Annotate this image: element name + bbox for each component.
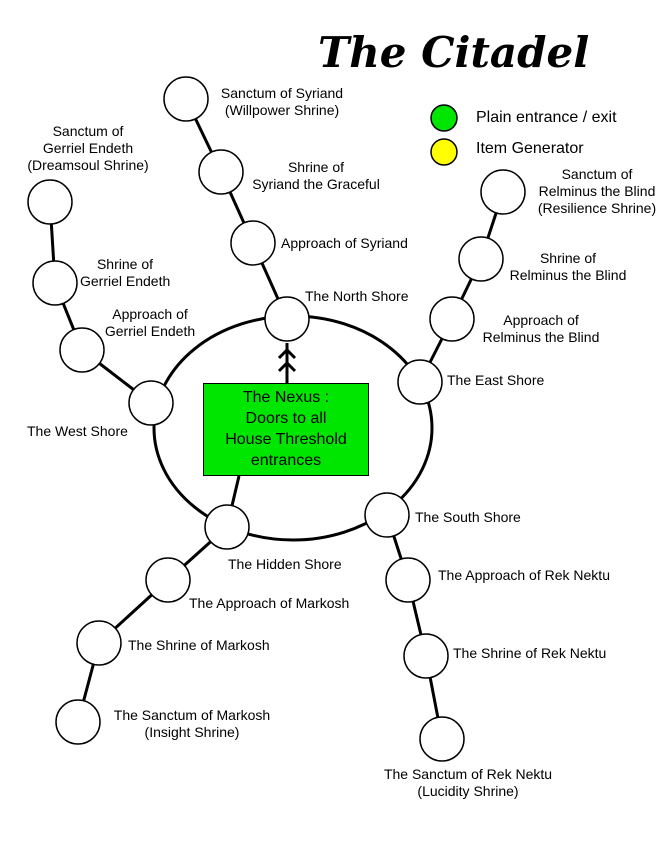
node-shrine-reknektu[interactable]: [403, 633, 449, 679]
label-sanctum-reknektu: The Sanctum of Rek Nektu(Lucidity Shrine…: [383, 766, 553, 799]
node-shrine-syriand[interactable]: [198, 149, 244, 195]
path-west: [48, 201, 152, 405]
node-approach-reknektu[interactable]: [385, 557, 431, 603]
node-north-shore[interactable]: [264, 296, 310, 342]
label-shrine-reknektu: The Shrine of Rek Nektu: [453, 645, 607, 661]
map-title: The Citadel: [318, 28, 590, 77]
label-hidden-shore: The Hidden Shore: [228, 556, 342, 572]
node-east-shore[interactable]: [397, 359, 443, 405]
node-west-shore[interactable]: [128, 380, 174, 426]
legend-label-entrance: Plain entrance / exit: [476, 109, 617, 126]
legend-swatch-entrance: [430, 104, 458, 132]
arrow-up-icon: [277, 360, 297, 373]
path-south: [385, 514, 444, 740]
nexus-line: entrances: [250, 452, 322, 469]
label-north-shore: The North Shore: [305, 288, 409, 304]
label-shrine-markosh: The Shrine of Markosh: [128, 637, 270, 653]
node-sanctum-reknektu[interactable]: [419, 716, 465, 762]
nexus-line: House Threshold: [225, 431, 347, 448]
label-sanctum-syriand: Sanctum of Syriand(Willpower Shrine): [220, 85, 344, 118]
nexus-line: The Nexus :: [242, 389, 330, 406]
node-sanctum-markosh[interactable]: [55, 699, 101, 745]
node-hidden-shore[interactable]: [204, 504, 250, 550]
label-south-shore: The South Shore: [415, 509, 521, 525]
node-approach-markosh[interactable]: [145, 557, 191, 603]
nexus-line: Doors to all: [245, 410, 327, 427]
node-sanctum-relminus[interactable]: [480, 169, 526, 215]
path-hidden: [76, 525, 229, 723]
node-shrine-gerriel[interactable]: [32, 260, 78, 306]
nexus-box[interactable]: The Nexus : Doors to all House Threshold…: [203, 383, 369, 476]
node-south-shore[interactable]: [364, 492, 410, 538]
label-approach-syriand: Approach of Syriand: [281, 235, 408, 251]
label-east-shore: The East Shore: [447, 372, 545, 388]
node-shrine-relminus[interactable]: [458, 236, 504, 282]
legend-label-generator: Item Generator: [476, 140, 584, 157]
node-sanctum-syriand[interactable]: [163, 76, 209, 122]
node-approach-relminus[interactable]: [429, 296, 475, 342]
legend-swatch-generator: [430, 138, 458, 166]
node-approach-gerriel[interactable]: [59, 327, 105, 373]
path-east: [418, 191, 505, 383]
node-approach-syriand[interactable]: [230, 220, 276, 266]
label-sanctum-markosh: The Sanctum of Markosh(Insight Shrine): [113, 707, 271, 740]
label-west-shore: The West Shore: [27, 423, 128, 439]
label-approach-markosh: The Approach of Markosh: [189, 595, 350, 611]
label-approach-reknektu: The Approach of Rek Nektu: [438, 567, 610, 583]
path-north: [184, 98, 289, 320]
node-sanctum-gerriel[interactable]: [27, 179, 73, 225]
arrow-up-icon: [277, 347, 297, 360]
node-shrine-markosh[interactable]: [76, 620, 122, 666]
